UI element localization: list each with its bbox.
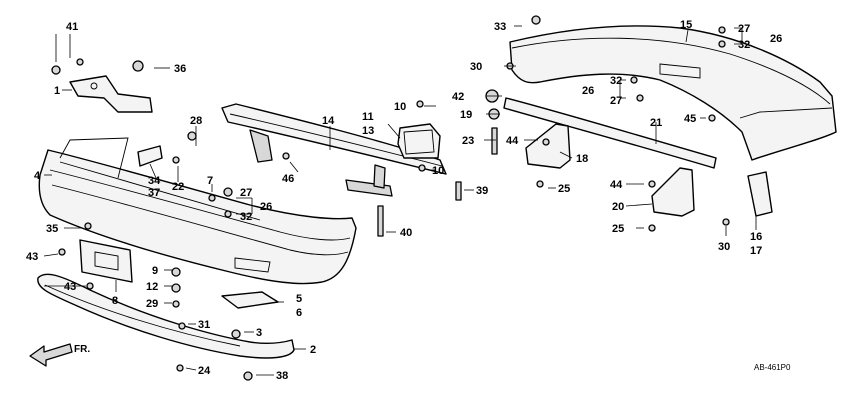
callout-30-right: 30 [718, 241, 730, 253]
callout-29: 29 [146, 298, 158, 310]
callout-7: 7 [207, 175, 213, 187]
callout-16: 16 [750, 231, 762, 243]
callout-11: 11 [362, 111, 374, 123]
callout-20: 20 [612, 201, 624, 213]
callout-46: 46 [282, 173, 294, 185]
front-bumper-face [38, 137, 357, 285]
callout-34: 34 [148, 175, 161, 187]
license-plate-bracket [79, 239, 133, 283]
callout-4: 4 [34, 170, 41, 182]
callout-26: 26 [260, 201, 272, 213]
rear-bumper-face [509, 25, 837, 161]
energy-absorber [397, 123, 441, 159]
callout-12: 12 [146, 281, 158, 293]
callout-1: 1 [54, 85, 60, 97]
callout-41: 41 [66, 21, 78, 33]
callout-32: 32 [240, 211, 252, 223]
callout-8: 8 [112, 295, 118, 307]
rear-stay-left [525, 123, 571, 169]
callout-10: 10 [394, 101, 406, 113]
callout-35: 35 [46, 223, 58, 235]
callout-22: 22 [172, 181, 184, 193]
callout-25: 25 [558, 183, 570, 195]
callout-21: 21 [650, 117, 662, 129]
callout-36: 36 [174, 63, 186, 75]
callout-33: 33 [494, 21, 506, 33]
side-bracket [137, 145, 163, 167]
callout-2: 2 [310, 344, 316, 356]
callout-15: 15 [680, 19, 692, 31]
callout-27-mid: 27 [610, 95, 622, 107]
callout-10-lower: 10 [432, 165, 444, 177]
front-bumper-beam [221, 103, 447, 197]
callout-27: 27 [240, 187, 252, 199]
callout-43-lower: 43 [64, 281, 76, 293]
callout-14: 14 [322, 115, 335, 127]
callout-26-mid: 26 [582, 85, 594, 97]
rear-reinforcement [503, 97, 717, 169]
callout-40: 40 [400, 227, 412, 239]
front-direction-arrow: FR. [29, 343, 90, 367]
callout-6: 6 [296, 307, 302, 319]
callout-9: 9 [152, 265, 158, 277]
callout-44: 44 [506, 135, 519, 147]
callout-37: 37 [148, 187, 160, 199]
callout-5: 5 [296, 293, 302, 305]
direction-label: FR. [74, 344, 90, 355]
fasteners [51, 15, 730, 381]
callout-38: 38 [276, 370, 288, 382]
callout-42: 42 [452, 91, 464, 103]
callout-26-top: 26 [770, 33, 782, 45]
callout-32-top: 32 [738, 39, 750, 51]
callout-27-top: 27 [738, 23, 750, 35]
under-cover [221, 291, 279, 309]
leader-lines [43, 25, 757, 376]
callout-23: 23 [462, 135, 474, 147]
rear-side-bracket [747, 171, 773, 217]
callout-39: 39 [476, 185, 488, 197]
callout-28: 28 [190, 115, 202, 127]
callout-44-right: 44 [610, 179, 623, 191]
callout-24: 24 [198, 365, 211, 377]
front-lower-spoiler [37, 273, 295, 359]
callout-31: 31 [198, 319, 210, 331]
callout-17: 17 [750, 245, 762, 257]
diagram-code: AB-461P0 [754, 363, 791, 372]
front-bracket [69, 75, 153, 113]
callout-labels: 41 1 36 4 28 22 34 37 7 27 26 32 35 43 4… [26, 19, 782, 382]
callout-13: 13 [362, 125, 374, 137]
callout-32-mid: 32 [610, 75, 622, 87]
callout-19: 19 [460, 109, 472, 121]
callout-30: 30 [470, 61, 482, 73]
callout-18: 18 [576, 153, 588, 165]
callout-25-right: 25 [612, 223, 624, 235]
rear-stay-right [651, 167, 695, 217]
callout-45: 45 [684, 113, 696, 125]
callout-3: 3 [256, 327, 262, 339]
callout-43: 43 [26, 251, 38, 263]
